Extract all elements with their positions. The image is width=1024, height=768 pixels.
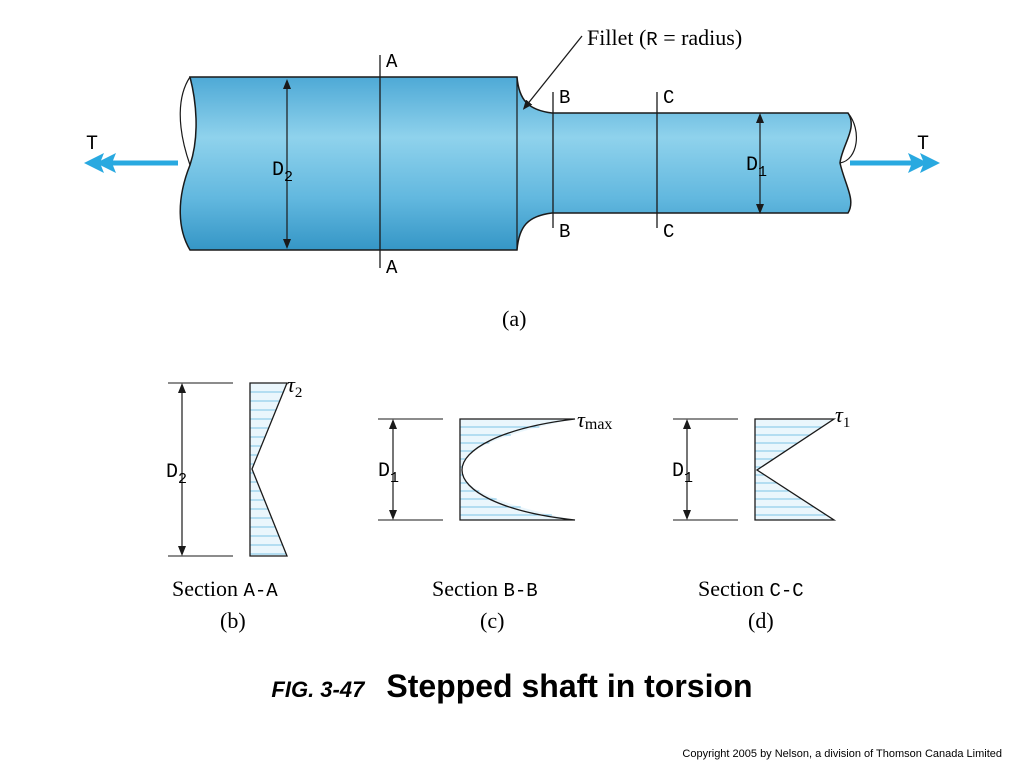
fillet-leader	[522, 35, 583, 110]
torque-arrow-left	[84, 153, 178, 173]
stress-fill	[755, 419, 834, 520]
section-b-b-diagram: D1 τmax Section B-B (c)	[378, 407, 612, 633]
section-label-a-bottom: A	[386, 257, 398, 279]
stress-outline-a-a	[249, 382, 288, 557]
caption-a: (a)	[502, 306, 526, 331]
stress-distribution-b-b	[460, 419, 575, 520]
section-title-c-c: Section C-C	[698, 576, 804, 602]
section-title-a-a: Section A-A	[172, 576, 278, 602]
section-label-b-bottom: B	[559, 221, 570, 243]
fillet-label: Fillet (R = radius)	[587, 25, 742, 51]
label-d2: D2	[272, 159, 293, 186]
shaft-left-end	[179, 76, 191, 166]
tau-max-label: τmax	[577, 407, 612, 433]
copyright-notice: Copyright 2005 by Nelson, a division of …	[682, 748, 1002, 760]
stress-fill	[460, 419, 575, 520]
label-d1-section-b: D1	[378, 460, 399, 487]
figure-label: FIG. 3-47	[271, 677, 365, 702]
caption-d: (d)	[748, 608, 774, 633]
figure-title: Stepped shaft in torsion	[386, 668, 753, 704]
caption-b: (b)	[220, 608, 246, 633]
section-label-a-top: A	[386, 51, 398, 73]
torque-label-left: T	[86, 133, 98, 156]
shaft-right-end	[839, 112, 857, 164]
section-a-a-diagram: D2 τ2 Section A-A (b)	[166, 372, 302, 633]
label-d1-section-c: D1	[672, 460, 693, 487]
stress-distribution-c-c	[755, 419, 834, 520]
torque-label-right: T	[917, 133, 929, 156]
shaft-view: T T D2 D1 A A B B C C Fillet (R = ra	[84, 25, 940, 331]
stress-outline-c-c	[754, 418, 837, 521]
tau-1-label: τ1	[835, 402, 850, 431]
section-label-c-bottom: C	[663, 221, 674, 243]
caption-c: (c)	[480, 608, 504, 633]
section-label-c-top: C	[663, 87, 674, 109]
tau-2-label: τ2	[287, 372, 302, 401]
figure-caption: FIG. 3-47 Stepped shaft in torsion	[0, 668, 1024, 705]
torque-arrow-right	[850, 153, 940, 173]
stress-distribution-a-a	[250, 383, 287, 556]
section-c-c-diagram: D1 τ1 Section C-C (d)	[672, 402, 850, 633]
section-title-b-b: Section B-B	[432, 576, 538, 602]
section-label-b-top: B	[559, 87, 570, 109]
stress-outline-b-b	[459, 418, 576, 521]
label-d2-section: D2	[166, 461, 187, 488]
label-d1: D1	[746, 154, 767, 181]
stress-fill	[250, 383, 287, 556]
